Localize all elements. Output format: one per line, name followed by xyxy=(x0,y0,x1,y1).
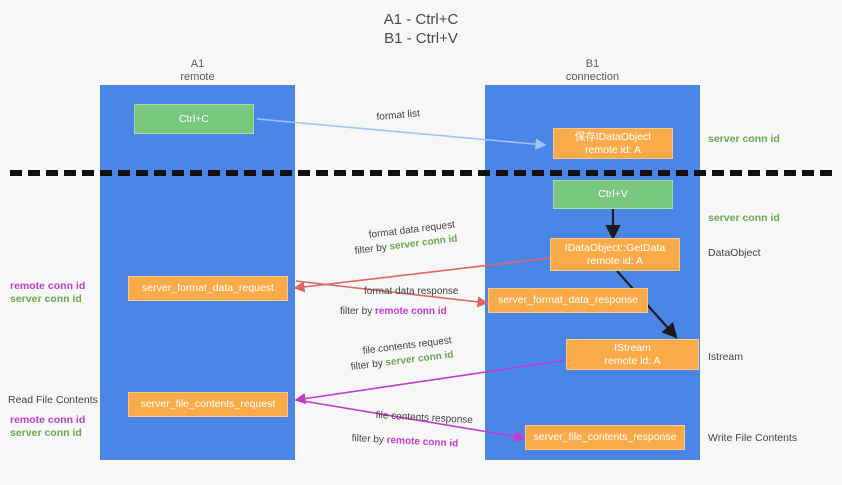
node-ctrl-v[interactable]: Ctrl+V xyxy=(553,180,673,209)
node-idataobject-getdata-title: IDataObject::GetData xyxy=(564,241,666,254)
page-title: A1 - Ctrl+C B1 - Ctrl+V xyxy=(0,10,842,48)
node-ctrl-c-title: Ctrl+C xyxy=(178,112,210,125)
label-server-conn-id-2: server conn id xyxy=(10,427,82,439)
label-dataobject: DataObject xyxy=(708,247,761,259)
node-ctrl-c[interactable]: Ctrl+C xyxy=(134,104,254,134)
label-read-file-contents: Read File Contents xyxy=(8,394,98,406)
node-server-format-data-request[interactable]: server_format_data_request xyxy=(128,276,288,301)
node-ctrl-v-title: Ctrl+V xyxy=(598,188,628,200)
node-server-format-data-response[interactable]: server_format_data_response xyxy=(488,288,648,313)
column-header-a1: A1 remote xyxy=(100,58,295,84)
filter-value-remote-conn-id: remote conn id xyxy=(386,434,459,450)
label-write-file-contents: Write File Contents xyxy=(708,432,798,444)
title-line-2: B1 - Ctrl+V xyxy=(384,30,458,47)
column-header-b1-role: connection xyxy=(565,71,620,83)
label-remote-conn-id-1: remote conn id xyxy=(10,280,86,292)
node-idataobject-getdata-sub: remote id: A xyxy=(586,254,644,267)
node-server-file-contents-response-title: server_file_contents_response xyxy=(533,431,677,443)
node-server-file-contents-response[interactable]: server_file_contents_response xyxy=(525,425,685,450)
node-server-format-data-request-title: server_format_data_request xyxy=(142,282,274,294)
label-server-conn-id-top: server conn id xyxy=(708,133,780,145)
node-server-file-contents-request-title: server_file_contents_request xyxy=(140,398,276,410)
arrow-label-file-contents-response-filter: filter by remote conn id xyxy=(351,432,458,452)
node-istream-sub: remote id: A xyxy=(604,354,661,367)
arrow-label-format-data-response-filter: filter by remote conn id xyxy=(340,305,447,319)
node-save-idataobject-sub: remote id: A xyxy=(584,143,642,156)
title-line-1: A1 - Ctrl+C xyxy=(383,11,459,28)
filter-value-remote-conn-id: remote conn id xyxy=(375,306,447,317)
arrow-label-file-contents-response: file contents response xyxy=(375,409,474,427)
phase-separator-dashed-line xyxy=(10,170,832,176)
column-header-b1: B1 connection xyxy=(485,58,700,84)
column-header-a1-role: remote xyxy=(180,71,215,83)
node-save-idataobject-title: 保存IDataObject xyxy=(574,130,652,143)
arrow-label-format-data-response: format data response xyxy=(364,286,459,297)
label-server-conn-id-mid: server conn id xyxy=(708,212,780,224)
node-istream-title: IStream xyxy=(614,341,651,354)
arrow-label-format-list: format list xyxy=(376,108,421,123)
filter-prefix: filter by xyxy=(354,241,391,257)
filter-prefix: filter by xyxy=(340,306,376,317)
node-save-idataobject[interactable]: 保存IDataObject remote id: A xyxy=(553,128,673,159)
node-server-file-contents-request[interactable]: server_file_contents_request xyxy=(128,392,288,417)
label-istream: Istream xyxy=(708,351,744,363)
filter-prefix: filter by xyxy=(351,432,387,446)
node-server-format-data-response-title: server_format_data_response xyxy=(497,294,639,306)
node-idataobject-getdata[interactable]: IDataObject::GetData remote id: A xyxy=(550,238,680,271)
label-remote-conn-id-2: remote conn id xyxy=(10,414,86,426)
column-header-b1-name: B1 xyxy=(585,58,600,70)
label-server-conn-id-1: server conn id xyxy=(10,293,82,305)
column-header-a1-name: A1 xyxy=(190,58,205,70)
filter-prefix: filter by xyxy=(350,357,387,373)
node-istream[interactable]: IStream remote id: A xyxy=(566,339,699,370)
